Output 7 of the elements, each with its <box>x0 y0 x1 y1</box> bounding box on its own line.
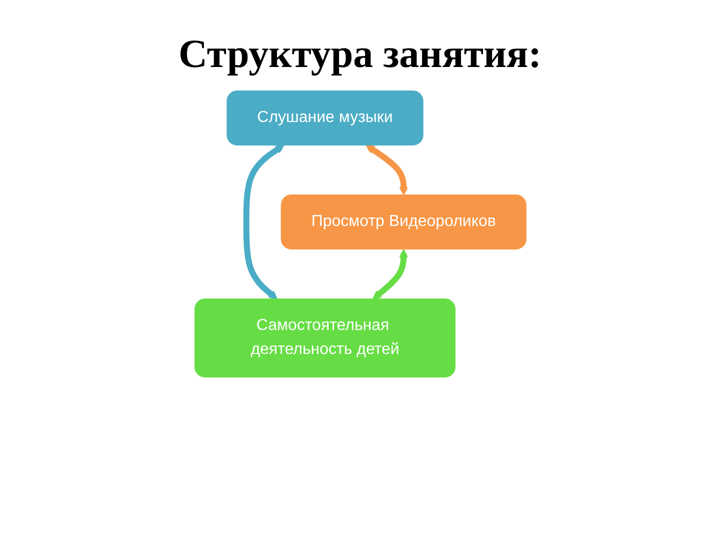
arrow <box>365 144 408 196</box>
slide-title: Структура занятия: <box>177 30 543 77</box>
node-box: Слушание музыки <box>226 90 423 146</box>
node-box: Просмотр Видеороликов <box>280 194 526 250</box>
arrow <box>372 249 408 300</box>
arrow <box>242 144 284 300</box>
node-box: Самостоятельная деятельность детей <box>194 298 456 378</box>
